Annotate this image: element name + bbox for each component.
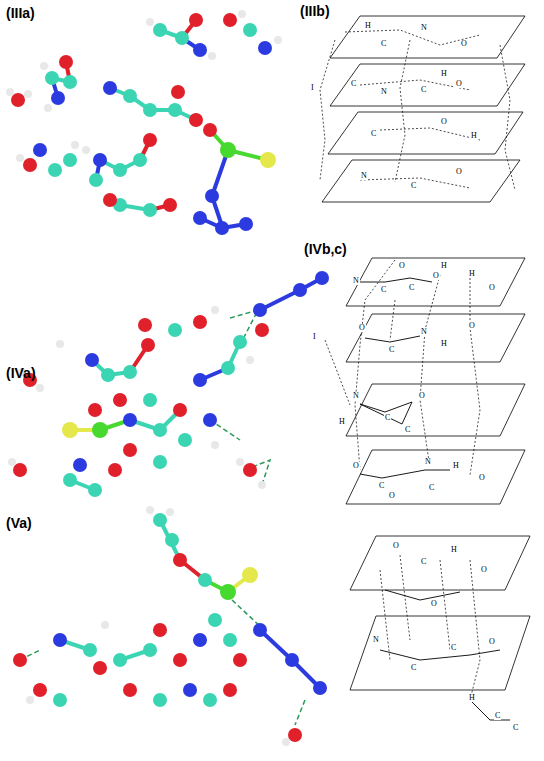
atom-label: H — [338, 418, 346, 426]
atom-label: H — [452, 462, 460, 470]
plane-outlines — [322, 16, 530, 690]
atom-label: O — [478, 474, 486, 482]
atom-label: N — [352, 392, 360, 400]
atom-label: O — [388, 492, 396, 500]
atom-label: C — [428, 484, 435, 492]
atom-label: C — [350, 80, 357, 88]
atom-label: H — [470, 132, 478, 140]
atom-label: O — [440, 118, 448, 126]
atom-label: C — [408, 284, 415, 292]
atom-label: N — [380, 88, 388, 96]
panel-label: (Va) — [6, 516, 32, 530]
atom-label: O — [392, 542, 400, 550]
panel-label: (IIIa) — [6, 6, 35, 20]
atom-label: N — [424, 458, 432, 466]
atom-label: H — [440, 262, 448, 270]
atom-label: O — [358, 324, 366, 332]
atom-label: O — [460, 40, 468, 48]
panel-label: (IVa) — [6, 366, 36, 380]
atom-label: O — [418, 392, 426, 400]
atom-label: O — [468, 322, 476, 330]
atom-label: C — [384, 414, 391, 422]
atom-label: H — [450, 546, 458, 554]
atom-label: H — [468, 270, 476, 278]
atom-label: H — [468, 694, 476, 702]
atom-label: C — [450, 644, 457, 652]
atom-label: N — [420, 328, 428, 336]
atom-label: C — [378, 482, 385, 490]
panel-label: (IVb,c) — [304, 242, 347, 256]
atom-label: H — [440, 340, 448, 348]
atom-label: O — [430, 600, 438, 608]
atom-label: C — [380, 40, 387, 48]
molecule-IIIa — [6, 10, 282, 235]
atom-label: C — [404, 426, 411, 434]
atom-label: C — [420, 558, 427, 566]
atom-label: C — [410, 664, 417, 672]
molecule-IVa — [8, 271, 329, 497]
atom-label: O — [432, 272, 440, 280]
atom-label: C — [420, 86, 427, 94]
hydrogen-bond-lines — [320, 30, 515, 700]
atom-label: C — [388, 346, 395, 354]
atom-label: O — [398, 262, 406, 270]
atom-label: O — [352, 462, 360, 470]
atom-label: O — [488, 638, 496, 646]
bond-lines — [360, 278, 510, 720]
atom-label: I — [312, 333, 317, 341]
atom-label: N — [360, 172, 368, 180]
molecule-Va — [13, 506, 327, 746]
atom-label: C — [380, 286, 387, 294]
atom-label: C — [494, 712, 501, 720]
atom-label: O — [455, 80, 463, 88]
atom-label: N — [352, 277, 360, 285]
atom-label: C — [512, 724, 519, 732]
atom-label: N — [372, 636, 380, 644]
atom-label: C — [370, 130, 377, 138]
panel-label: (IIIb) — [300, 4, 330, 18]
atom-label: O — [455, 168, 463, 176]
atom-label: N — [420, 24, 428, 32]
atom-label: H — [364, 22, 372, 30]
atom-label: O — [480, 566, 488, 574]
atom-label: O — [488, 284, 496, 292]
atom-label: C — [410, 182, 417, 190]
atom-label: I — [310, 84, 315, 92]
atom-label: H — [440, 70, 448, 78]
